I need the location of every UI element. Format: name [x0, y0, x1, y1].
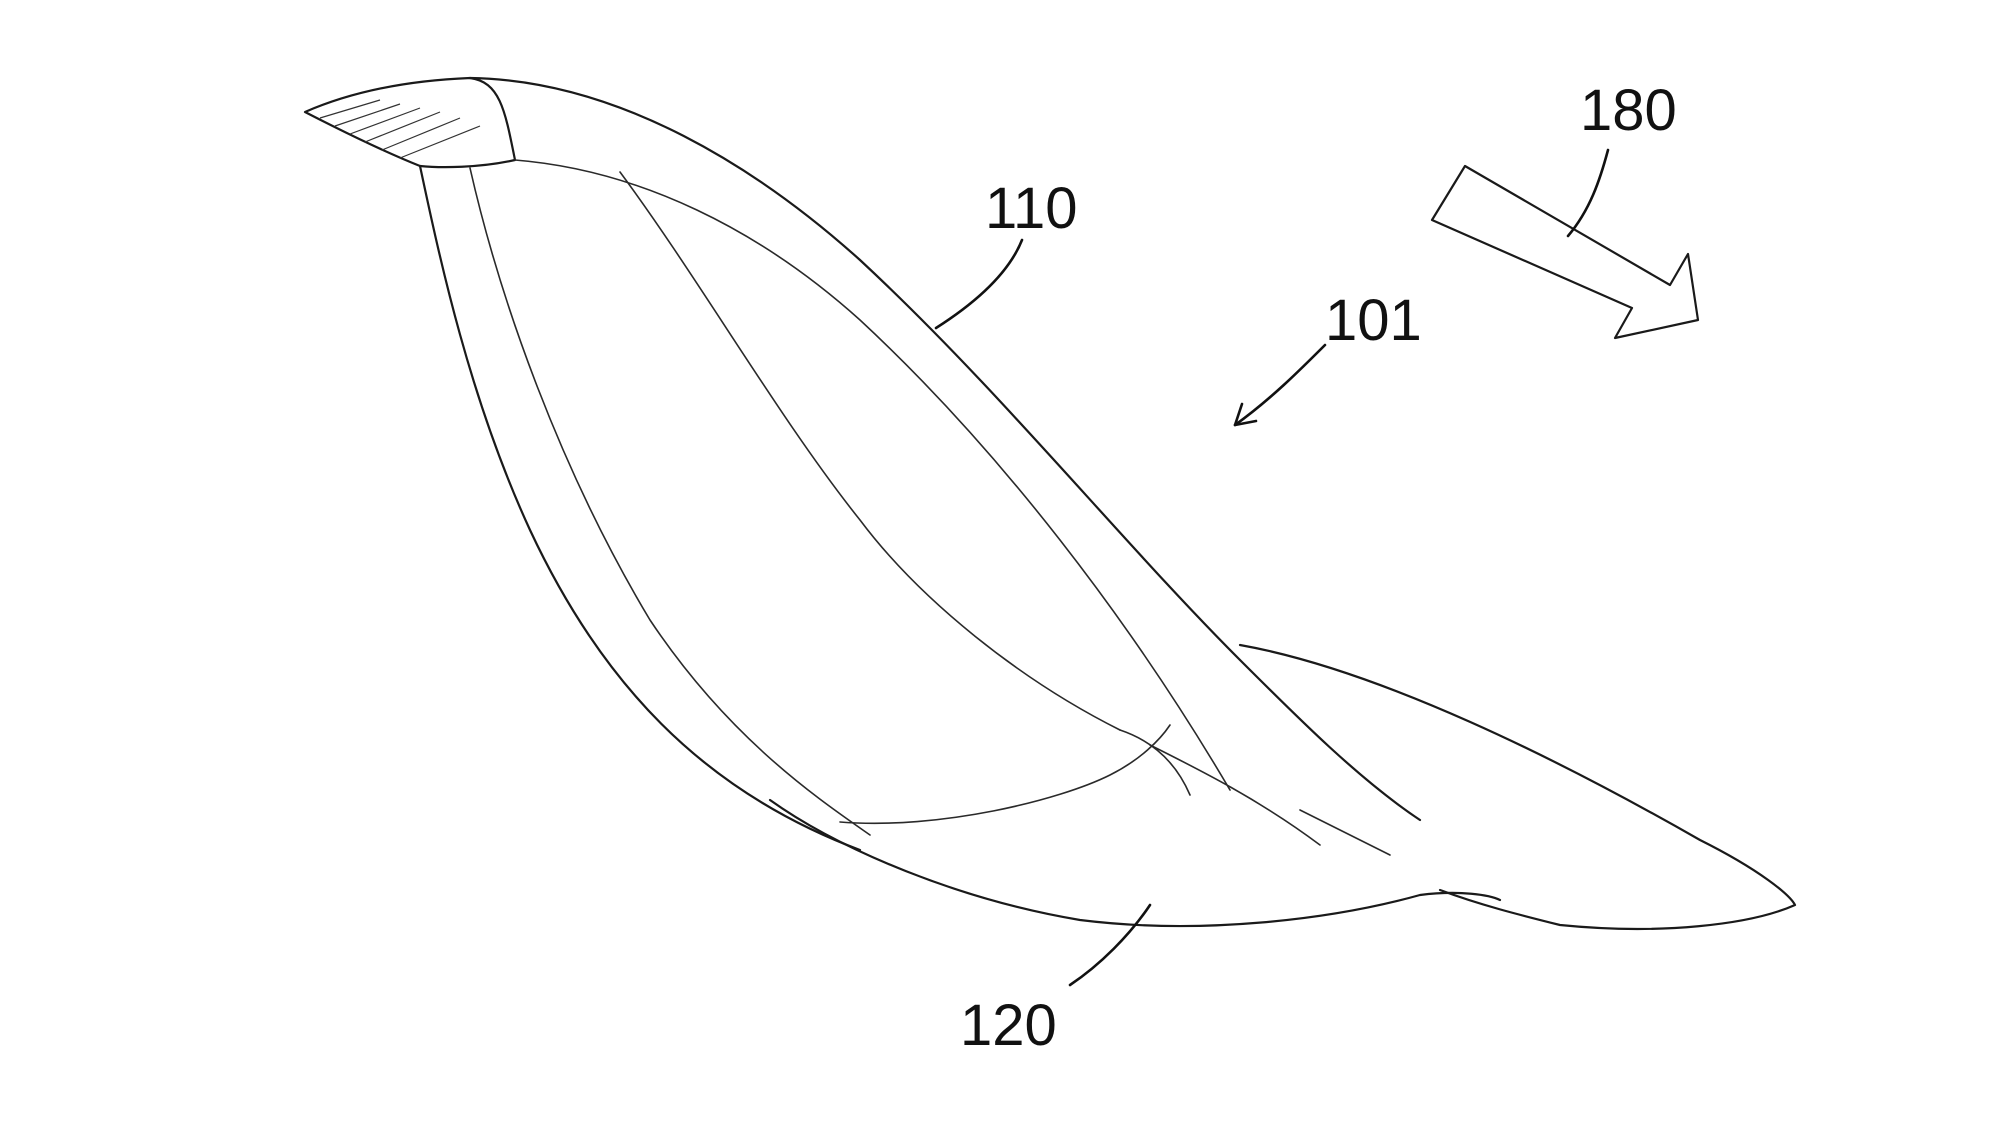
base-120 [768, 643, 1797, 931]
flow-arrow-icon [1430, 164, 1700, 340]
leader-line-101 [1233, 343, 1327, 427]
base-tail [1238, 643, 1797, 931]
leader-line-180 [1566, 148, 1610, 238]
leader-line-110 [934, 238, 1024, 330]
label-180: 180 [1580, 78, 1677, 143]
fin-leading-edge [468, 76, 1422, 822]
base-bottom-edge [768, 798, 1502, 928]
base-upper-edge [839, 724, 1171, 825]
base-rib-1 [1119, 729, 1191, 796]
leader-line-120 [1068, 903, 1152, 987]
fin-110 [303, 76, 1422, 852]
label-110: 110 [985, 176, 1077, 241]
fin-trailing-edge-inner [469, 167, 871, 836]
fin-tip-cap [303, 76, 517, 169]
fin-tip-hatching [319, 99, 481, 159]
fin-trailing-edge [418, 164, 862, 852]
label-120: 120 [960, 993, 1057, 1058]
leader-arrowhead-101 [1233, 402, 1258, 427]
fin-leading-edge-inner [514, 159, 1231, 791]
base-rib-2 [1149, 744, 1321, 846]
base-rib-3 [1299, 809, 1391, 856]
fin-inner-panel [619, 171, 1121, 731]
label-101: 101 [1325, 288, 1422, 353]
flow-arrow-180[interactable] [1430, 164, 1700, 340]
